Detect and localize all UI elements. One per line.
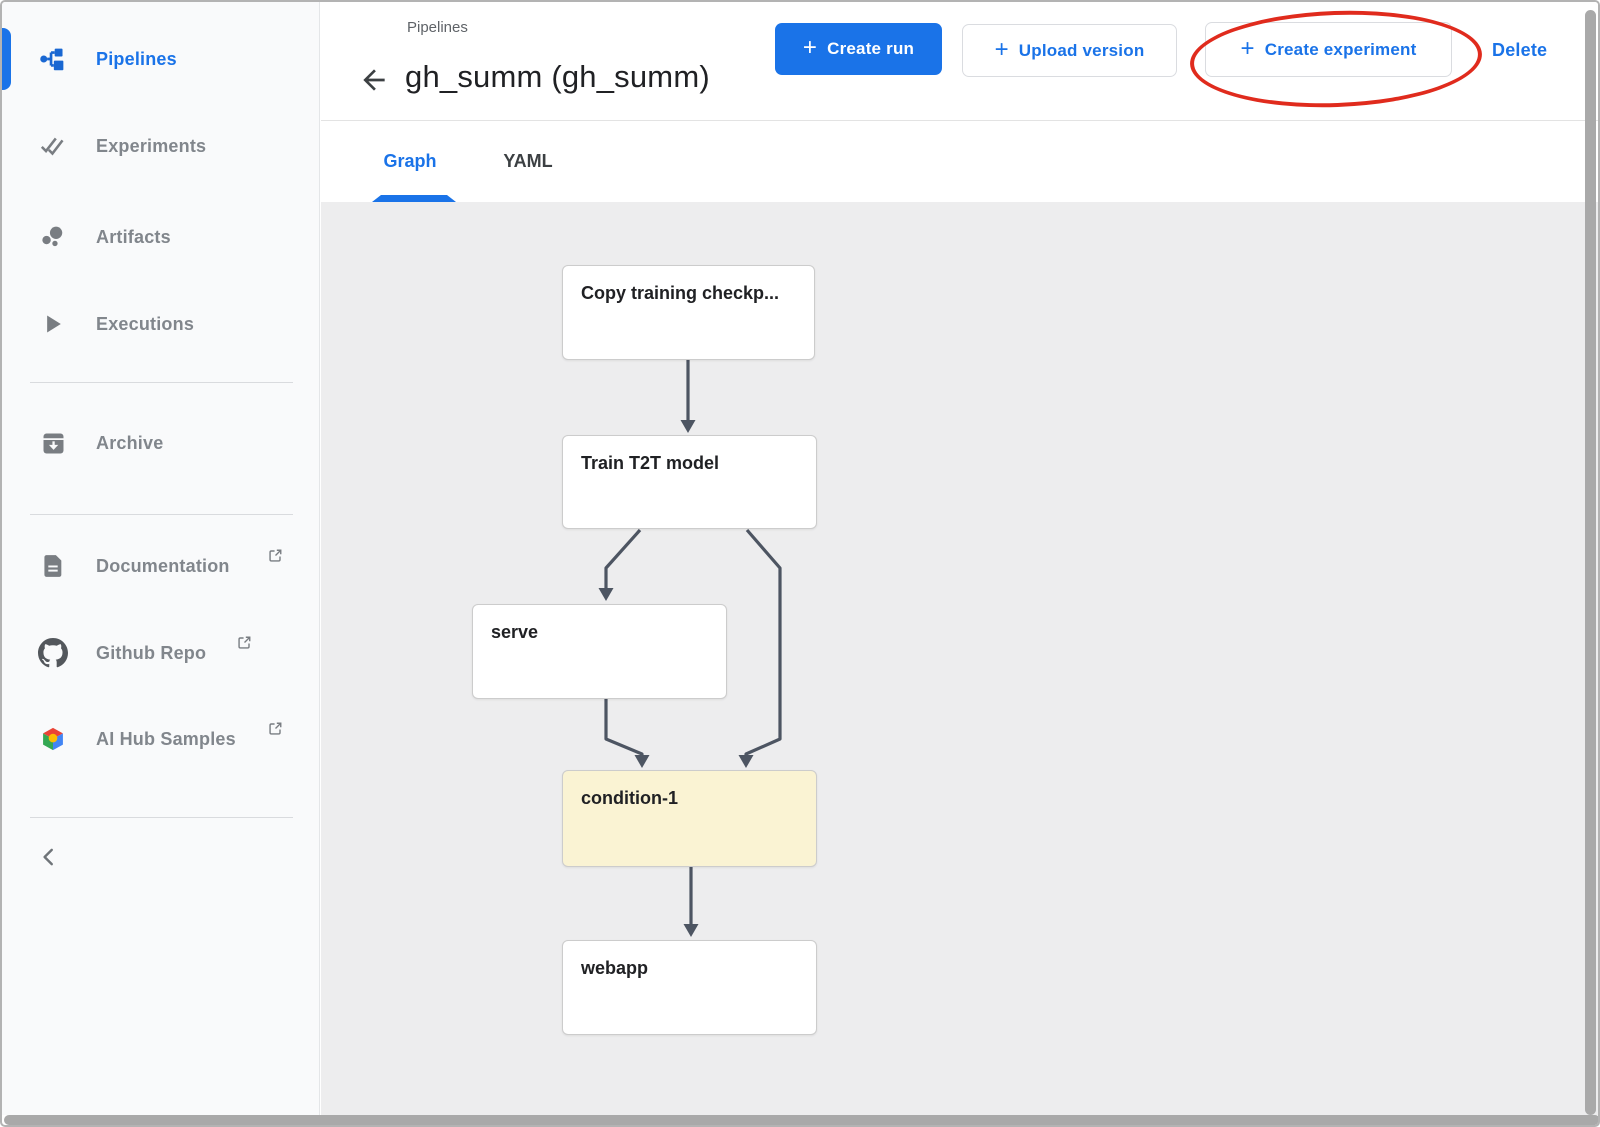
sidebar-item-label: Experiments <box>96 135 207 156</box>
executions-icon <box>38 309 68 339</box>
graph-node-condition-1[interactable]: condition-1 <box>562 770 817 867</box>
sidebar-collapse-button[interactable] <box>32 840 66 874</box>
pipeline-graph-canvas[interactable]: Copy training checkp... Train T2T model … <box>321 202 1598 1115</box>
sidebar-item-ai-hub-samples[interactable]: AI Hub Samples <box>2 713 320 765</box>
sidebar-item-label: Archive <box>96 432 164 453</box>
graph-node-serve[interactable]: serve <box>472 604 727 699</box>
pipelines-icon <box>38 44 68 74</box>
header-divider <box>321 120 1598 121</box>
page-header: Pipelines gh_summ (gh_summ) + Create run… <box>321 2 1598 120</box>
vertical-scrollbar[interactable] <box>1585 10 1596 1115</box>
tab-yaml[interactable]: YAML <box>473 121 583 202</box>
sidebar-item-label: Pipelines <box>96 48 177 69</box>
archive-icon <box>38 428 68 458</box>
create-experiment-button[interactable]: + Create experiment <box>1205 22 1452 77</box>
graph-edges <box>598 360 782 937</box>
graph-node-webapp[interactable]: webapp <box>562 940 817 1035</box>
graph-node-copy-training-checkpoint[interactable]: Copy training checkp... <box>562 265 815 360</box>
tab-graph[interactable]: Graph <box>355 121 465 202</box>
sidebar-divider <box>30 817 293 818</box>
plus-icon: + <box>1240 34 1255 62</box>
edge-serve-to-condition <box>604 699 650 768</box>
back-arrow-icon[interactable] <box>358 64 390 96</box>
node-label: Copy training checkp... <box>581 283 780 303</box>
node-label: condition-1 <box>581 788 678 808</box>
delete-button[interactable]: Delete <box>1492 39 1548 60</box>
artifacts-icon <box>38 222 68 252</box>
tab-bar: Graph YAML <box>321 121 1598 202</box>
sidebar-item-artifacts[interactable]: Artifacts <box>2 211 320 263</box>
external-link-icon <box>268 548 283 563</box>
sidebar-item-label: Documentation <box>96 555 230 576</box>
node-label: webapp <box>581 958 649 978</box>
sidebar-item-experiments[interactable]: Experiments <box>2 120 320 172</box>
create-run-button[interactable]: + Create run <box>775 23 942 75</box>
node-label: Train T2T model <box>581 453 720 473</box>
sidebar-divider <box>30 514 293 515</box>
sidebar: Pipelines Experiments Artifacts <box>2 2 320 1115</box>
sidebar-item-label: AI Hub Samples <box>96 728 236 749</box>
graph-node-train-t2t-model[interactable]: Train T2T model <box>562 435 817 529</box>
upload-version-label: Upload version <box>1018 40 1145 60</box>
sidebar-item-github-repo[interactable]: Github Repo <box>2 627 320 679</box>
sidebar-item-archive[interactable]: Archive <box>2 417 320 469</box>
plus-icon: + <box>994 35 1009 63</box>
sidebar-item-executions[interactable]: Executions <box>2 298 320 350</box>
external-link-icon <box>237 635 252 650</box>
sidebar-item-label: Executions <box>96 313 195 334</box>
experiments-icon <box>38 131 68 161</box>
node-label: serve <box>491 622 539 642</box>
breadcrumb[interactable]: Pipelines <box>407 19 468 36</box>
page-title: gh_summ (gh_summ) <box>405 59 710 94</box>
edge-train-to-condition <box>738 528 782 768</box>
edge-train-to-serve <box>598 528 642 601</box>
plus-icon: + <box>802 34 818 61</box>
upload-version-button[interactable]: + Upload version <box>962 24 1177 77</box>
active-tab-indicator <box>372 195 456 202</box>
sidebar-item-documentation[interactable]: Documentation <box>2 540 320 592</box>
document-icon <box>38 551 68 581</box>
sidebar-item-pipelines[interactable]: Pipelines <box>2 33 320 85</box>
active-item-indicator <box>2 28 11 90</box>
github-icon <box>38 638 68 668</box>
create-run-label: Create run <box>827 39 915 58</box>
external-link-icon <box>268 721 283 736</box>
ai-hub-icon <box>38 724 68 754</box>
horizontal-scrollbar[interactable] <box>4 1115 1598 1125</box>
create-experiment-label: Create experiment <box>1264 39 1417 59</box>
chevron-left-icon <box>43 848 53 866</box>
sidebar-item-label: Github Repo <box>96 642 207 663</box>
sidebar-item-label: Artifacts <box>96 226 171 247</box>
sidebar-divider <box>30 382 293 383</box>
tab-yaml-label: YAML <box>503 151 553 171</box>
tab-graph-label: Graph <box>383 151 437 171</box>
